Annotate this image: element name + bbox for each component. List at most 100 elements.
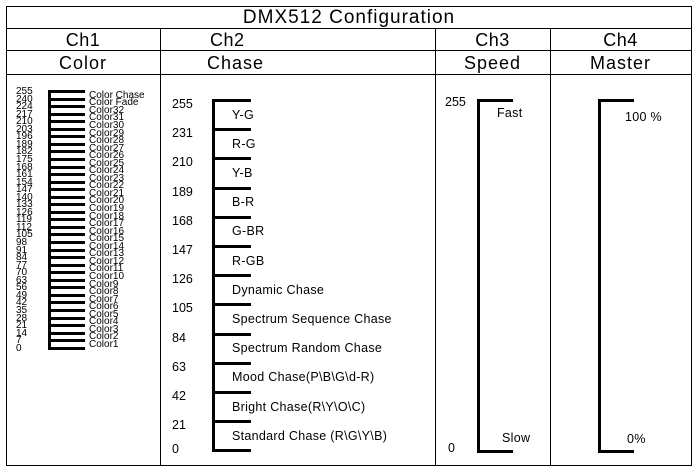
ch1-value: 91 [16,244,28,256]
ch1-tick [48,331,85,335]
ch1-tick [48,346,85,350]
ch2-tick [212,420,251,424]
ch1-label: Color9 [89,278,119,290]
ch3-top-value: 255 [445,95,466,109]
ch2-tick [212,361,251,365]
ch1-tick [48,157,85,161]
ch1-value: 147 [16,184,33,196]
ch1-value: 255 [16,86,33,97]
ch1-tick [48,173,85,177]
ch2-value: 147 [172,243,193,257]
ch1-tick [48,188,85,192]
ch1-value: 35 [16,304,28,316]
ch1-value: 182 [16,146,33,158]
ch1-value: 14 [16,327,28,339]
ch1-label: Color8 [89,286,119,298]
ch1-label: Color23 [89,172,125,184]
ch1-tick [48,127,85,131]
ch1-label: Color26 [89,150,125,162]
ch1-value: 140 [16,191,33,203]
ch1-value: 0 [16,342,22,354]
ch2-value: 210 [172,155,193,170]
ch4-top-label: 100 % [625,110,662,124]
title-divider [6,28,692,29]
ch1-value: 84 [16,252,28,264]
ch1-label: Color12 [89,255,125,267]
ch2-label: Y-G [232,107,254,122]
ch2-value: 105 [172,301,193,316]
ch1-value: 105 [16,229,33,241]
ch4-bottom-label: 0% [627,432,646,446]
ch1-label: Color2 [89,331,119,343]
ch1-label: Color15 [89,233,125,245]
ch2-label: Mood Chase(P\B\G\d-R) [232,370,375,385]
ch2-label: Dynamic Chase [232,282,325,297]
ch1-label: Color1 [89,338,119,350]
frame-left [6,6,7,466]
ch3-bottom-value: 0 [448,441,455,455]
ch1-value: 7 [16,335,22,347]
ch1-tick [48,316,85,320]
ch2-tick [212,332,251,336]
ch1-label: Color24 [89,165,125,177]
ch1-value: 175 [16,153,33,165]
ch1-value: 196 [16,131,33,143]
ch1-tick [48,225,85,229]
ch2-tick [212,303,251,307]
ch4-scale-bar [598,99,601,453]
ch1-value: 224 [16,101,33,113]
ch2-label: R-GB [232,253,265,268]
ch1-tick [48,112,85,116]
ch2-tick [212,215,251,219]
ch4-bottom-tick [598,450,634,453]
ch1-value: 168 [16,161,33,173]
ch1-label: Color16 [89,225,125,237]
ch1-label: Color3 [89,323,119,335]
ch1-label: Color22 [89,180,125,192]
ch4-function-header: Master [589,53,651,73]
ch2-tick [212,274,251,278]
ch1-tick [48,105,85,109]
ch1-tick [48,218,85,222]
ch1-tick [48,210,85,214]
ch1-label: Color Chase [89,89,145,101]
ch1-tick [48,90,85,93]
ch2-value: 126 [172,272,193,287]
ch2-tick [212,391,251,394]
ch2-value: 42 [172,389,186,403]
ch2-tick [212,157,251,161]
ch1-value: 161 [16,169,33,181]
ch1-label: Color11 [89,263,124,275]
ch1-value: 21 [16,320,28,332]
ch1-value: 56 [16,282,28,294]
ch2-label: Bright Chase(R\Y\O\C) [232,399,366,414]
ch4-top-tick [598,99,634,102]
ch1-tick [48,142,85,146]
ch2-label: Y-B [232,166,253,180]
ch3-bottom-label: Slow [502,431,531,445]
ch1-value: 49 [16,289,28,301]
col-divider-1 [160,28,161,466]
ch2-value: 189 [172,184,193,199]
ch1-tick [48,278,85,282]
ch1-tick [48,180,85,184]
ch2-label: G-BR [232,224,265,239]
ch1-value: 133 [16,199,33,211]
ch2-value: 255 [172,97,193,111]
ch1-channel-header: Ch1 [65,30,101,50]
ch1-function-header: Color [58,53,107,73]
ch2-value: 84 [172,330,186,345]
col-divider-2 [435,28,436,466]
ch2-channel-header: Ch2 [210,30,245,50]
ch1-label: Color7 [89,293,119,305]
ch3-top-tick [477,99,513,102]
ch1-label: Color14 [89,240,125,252]
ch2-tick [212,128,251,132]
ch1-tick [48,97,85,101]
ch1-tick [48,301,85,305]
ch1-value: 63 [16,274,28,286]
page-title: DMX512 Configuration [242,7,456,28]
ch1-label: Color4 [89,316,119,328]
ch1-value: 98 [16,237,28,248]
ch1-tick [48,233,85,237]
